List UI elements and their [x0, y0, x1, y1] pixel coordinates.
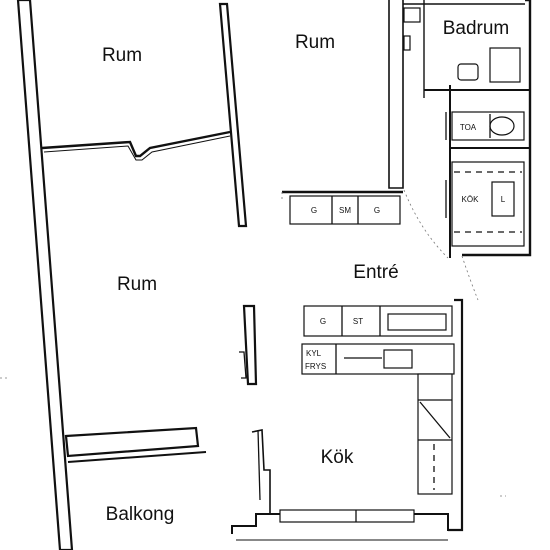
- washbasin: [457, 63, 479, 81]
- fixture-label-kok: KÖK: [462, 195, 480, 204]
- fixture-label-kyl: KYL: [306, 349, 322, 358]
- room-label-bedroom-1: Rum: [102, 45, 142, 66]
- bathroom-fixtures: [403, 7, 525, 247]
- door-jamb: [239, 351, 247, 379]
- balcony-rail: [67, 451, 207, 463]
- fixture-label-sm: SM: [339, 206, 351, 215]
- room-label-bedroom-2: Rum: [295, 32, 335, 53]
- room-label-bathroom: Badrum: [443, 18, 510, 39]
- bedroom-2-right-wall: [388, 0, 404, 189]
- fixture-label-st: ST: [353, 317, 363, 326]
- bedroom-1-bottom-wall-inner: [43, 135, 231, 161]
- room-label-living-room: Rum: [117, 274, 157, 295]
- bathroom-cabinet: [403, 7, 421, 23]
- fridge-freezer-counter: [301, 343, 455, 375]
- kitchen-top-shelf: [387, 313, 447, 331]
- fixture-label-l: L: [501, 195, 506, 204]
- bottom-wall: [231, 513, 462, 534]
- kitchen-door-frame: [251, 429, 271, 514]
- walls: [16, 0, 532, 550]
- bedroom-1-bottom-wall: [41, 130, 231, 158]
- fixture-label-toa: TOA: [460, 123, 477, 132]
- hall-cabinet-row: [289, 195, 401, 225]
- door-swings: [0, 189, 506, 497]
- kitchen-bottom-counter: [279, 509, 415, 523]
- bathroom-shelf: [403, 35, 411, 51]
- bedroom-divider-wall: [218, 2, 248, 228]
- shower-box: [489, 47, 521, 83]
- kitchen-fixtures: [279, 195, 455, 523]
- room-label-balcony: Balkong: [106, 504, 175, 525]
- kitchen-door-frame-2: [257, 429, 261, 501]
- bathroom-outer-wall: [462, 0, 532, 257]
- fixture-label-g-1: G: [311, 206, 317, 215]
- toilet-bowl: [489, 116, 515, 136]
- left-exterior-wall: [16, 0, 74, 550]
- room-label-kitchen: Kök: [321, 447, 354, 468]
- balcony-wall: [64, 426, 200, 458]
- laundry-unit: [491, 181, 515, 217]
- room-label-hall: Entré: [353, 262, 398, 283]
- fixture-label-g-2: G: [374, 206, 380, 215]
- sink: [383, 349, 413, 369]
- fixture-label-frys: FRYS: [305, 362, 326, 371]
- living-room-pillar: [242, 304, 258, 386]
- fixture-label-g-3: G: [320, 317, 326, 326]
